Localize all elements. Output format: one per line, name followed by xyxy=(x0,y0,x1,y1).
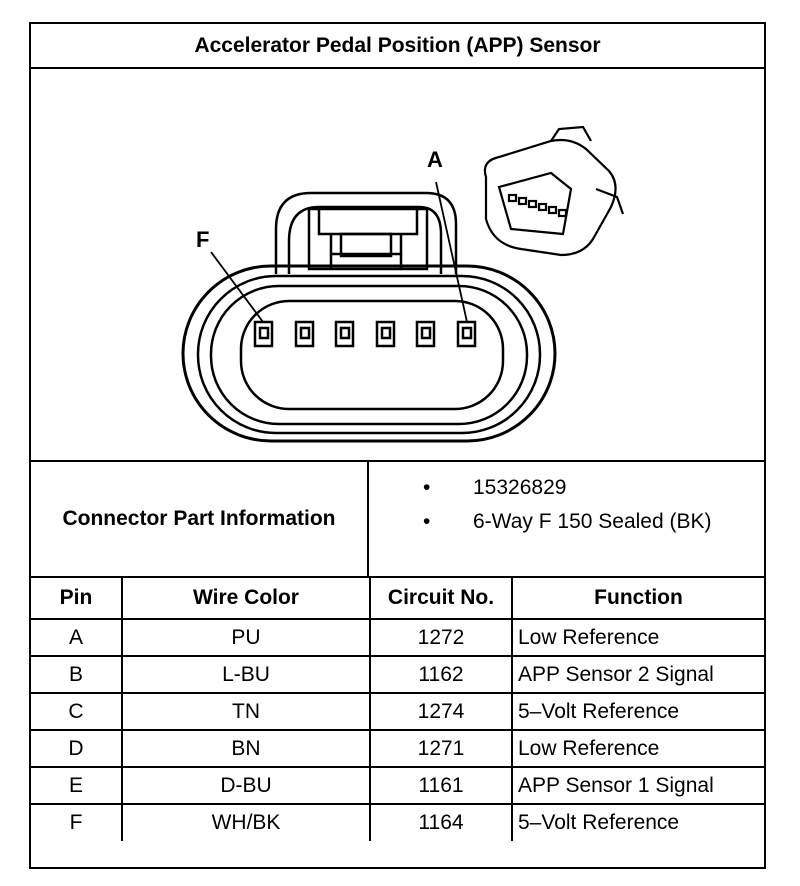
connector-info-section: Connector Part Information • 15326829 • … xyxy=(31,462,764,578)
cell-pin: D xyxy=(31,729,123,768)
connector-perspective-icon xyxy=(483,125,625,257)
connector-info-label: Connector Part Information xyxy=(31,462,369,576)
bullet-icon: • xyxy=(423,476,431,499)
pinout-table: Pin Wire Color Circuit No. Function A PU… xyxy=(31,578,764,841)
table-row: E D-BU 1161 APP Sensor 1 Signal xyxy=(31,766,764,805)
connector-diagram: A F xyxy=(31,69,764,462)
part-number: 15326829 xyxy=(473,476,567,499)
cell-function: 5–Volt Reference xyxy=(511,803,764,841)
cell-pin: E xyxy=(31,766,123,805)
table-header-row: Pin Wire Color Circuit No. Function xyxy=(31,578,764,620)
cell-function: Low Reference xyxy=(511,618,764,657)
cell-pin: B xyxy=(31,655,123,694)
cell-circuit-no: 1164 xyxy=(369,803,513,841)
list-item: • 15326829 xyxy=(369,474,764,508)
cell-circuit-no: 1272 xyxy=(369,618,513,657)
pin-f-label: F xyxy=(196,227,210,252)
cell-circuit-no: 1274 xyxy=(369,692,513,731)
cell-pin: F xyxy=(31,803,123,841)
table-row: F WH/BK 1164 5–Volt Reference xyxy=(31,803,764,841)
cell-wire-color: PU xyxy=(121,618,371,657)
cell-wire-color: BN xyxy=(121,729,371,768)
cell-function: 5–Volt Reference xyxy=(511,692,764,731)
header-function: Function xyxy=(511,578,764,620)
cell-function: APP Sensor 2 Signal xyxy=(511,655,764,694)
connector-info-list: • 15326829 • 6-Way F 150 Sealed (BK) xyxy=(369,462,764,576)
table-row: A PU 1272 Low Reference xyxy=(31,618,764,657)
pin-a-label: A xyxy=(427,147,443,172)
table-row: D BN 1271 Low Reference xyxy=(31,729,764,768)
cell-pin: A xyxy=(31,618,123,657)
cell-wire-color: L-BU xyxy=(121,655,371,694)
cell-circuit-no: 1161 xyxy=(369,766,513,805)
header-wire-color: Wire Color xyxy=(121,578,371,620)
cell-function: APP Sensor 1 Signal xyxy=(511,766,764,805)
header-pin: Pin xyxy=(31,578,123,620)
cell-wire-color: WH/BK xyxy=(121,803,371,841)
connector-face-icon xyxy=(181,125,625,443)
cell-circuit-no: 1162 xyxy=(369,655,513,694)
cell-pin: C xyxy=(31,692,123,731)
list-item: • 6-Way F 150 Sealed (BK) xyxy=(369,508,764,542)
header-circuit-no: Circuit No. xyxy=(369,578,513,620)
cell-circuit-no: 1271 xyxy=(369,729,513,768)
cell-wire-color: TN xyxy=(121,692,371,731)
connector-type: 6-Way F 150 Sealed (BK) xyxy=(473,510,712,533)
document-frame: Accelerator Pedal Position (APP) Sensor xyxy=(29,22,766,869)
page-title: Accelerator Pedal Position (APP) Sensor xyxy=(31,24,764,69)
table-row: C TN 1274 5–Volt Reference xyxy=(31,692,764,731)
bullet-icon: • xyxy=(423,510,431,533)
cell-wire-color: D-BU xyxy=(121,766,371,805)
pin-row xyxy=(253,320,477,348)
table-row: B L-BU 1162 APP Sensor 2 Signal xyxy=(31,655,764,694)
cell-function: Low Reference xyxy=(511,729,764,768)
